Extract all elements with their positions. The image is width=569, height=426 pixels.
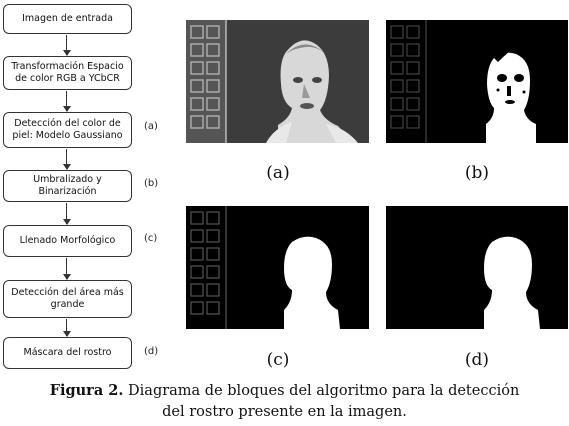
image-panel-c (186, 206, 369, 329)
flow-step-largest-area: Detección del área más grande (3, 280, 132, 318)
flow-arrow (62, 35, 71, 56)
flow-step-threshold: Umbralizado y Binarización (3, 170, 132, 202)
flow-step-morph-fill: Llenado Morfológico (3, 225, 132, 257)
flow-step-color-transform: Transformación Espacio de color RGB a YC… (3, 56, 132, 90)
flow-arrow (62, 91, 71, 112)
panel-label-d: (d) (464, 350, 490, 370)
flow-step-label: Umbralizado y Binarización (33, 174, 102, 197)
binarized-skin-image (386, 20, 568, 143)
flow-step-input-image: Imagen de entrada (3, 4, 132, 34)
flow-arrow (62, 203, 71, 225)
skin-probability-image (186, 20, 369, 143)
image-panel-a (186, 20, 369, 143)
panel-label-c: (c) (266, 350, 290, 370)
panel-label-a: (a) (266, 163, 290, 183)
caption-line2: del rostro presente en la imagen. (162, 404, 407, 420)
flow-arrow (62, 149, 71, 170)
flow-step-label: Detección del área más grande (11, 287, 124, 310)
caption-line1: Diagrama de bloques del algoritmo para l… (128, 383, 520, 399)
image-panel-d (386, 206, 568, 329)
flow-step-tag-d: (d) (144, 346, 159, 357)
flow-step-label: Llenado Morfológico (19, 235, 116, 246)
face-mask-image (386, 206, 568, 329)
morphological-fill-image (186, 206, 369, 329)
figure-caption: Figura 2. Diagrama de bloques del algori… (0, 380, 569, 402)
flow-arrow (62, 319, 71, 337)
image-panel-b (386, 20, 568, 143)
flow-step-tag-b: (b) (144, 178, 159, 189)
figure-caption-line2: del rostro presente en la imagen. (0, 402, 569, 423)
flow-arrow (62, 258, 71, 280)
flow-step-tag-a: (a) (144, 121, 158, 132)
flow-step-skin-detection: Detección del color de piel: Modelo Gaus… (3, 112, 132, 148)
flow-step-face-mask: Máscara del rostro (3, 337, 132, 369)
caption-prefix: Figura 2. (49, 382, 124, 399)
flow-step-label: Imagen de entrada (22, 13, 113, 24)
flow-step-tag-c: (c) (144, 233, 158, 244)
panel-label-b: (b) (464, 163, 490, 183)
flow-step-label: Transformación Espacio de color RGB a YC… (11, 61, 124, 84)
flow-step-label: Máscara del rostro (23, 347, 112, 358)
flow-step-label: Detección del color de piel: Modelo Gaus… (12, 118, 123, 141)
